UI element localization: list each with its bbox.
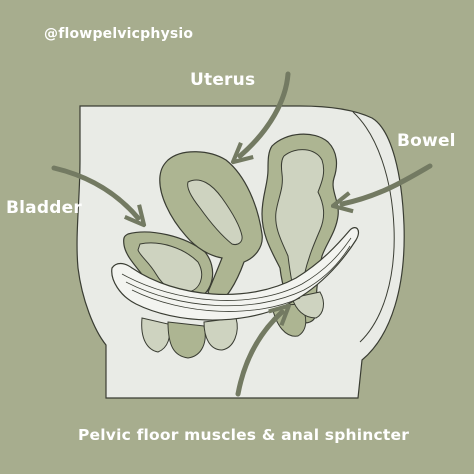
bladder-arrow: [51, 165, 138, 218]
back-contour: [352, 111, 395, 343]
pelvic-floor-arrow: [235, 312, 282, 397]
bowel-label: Bowel: [397, 131, 456, 151]
uterus-arrow: [240, 71, 291, 156]
bowel-arrow: [342, 163, 433, 204]
uterus-label: Uterus: [190, 70, 256, 90]
pelvic-floor-muscle-sling: [111, 227, 360, 321]
bladder-label: Bladder: [6, 198, 82, 218]
pelvic-floor-label: Pelvic floor muscles & anal sphincter: [78, 426, 410, 444]
account-handle: @flowpelvicphysio: [44, 26, 194, 42]
